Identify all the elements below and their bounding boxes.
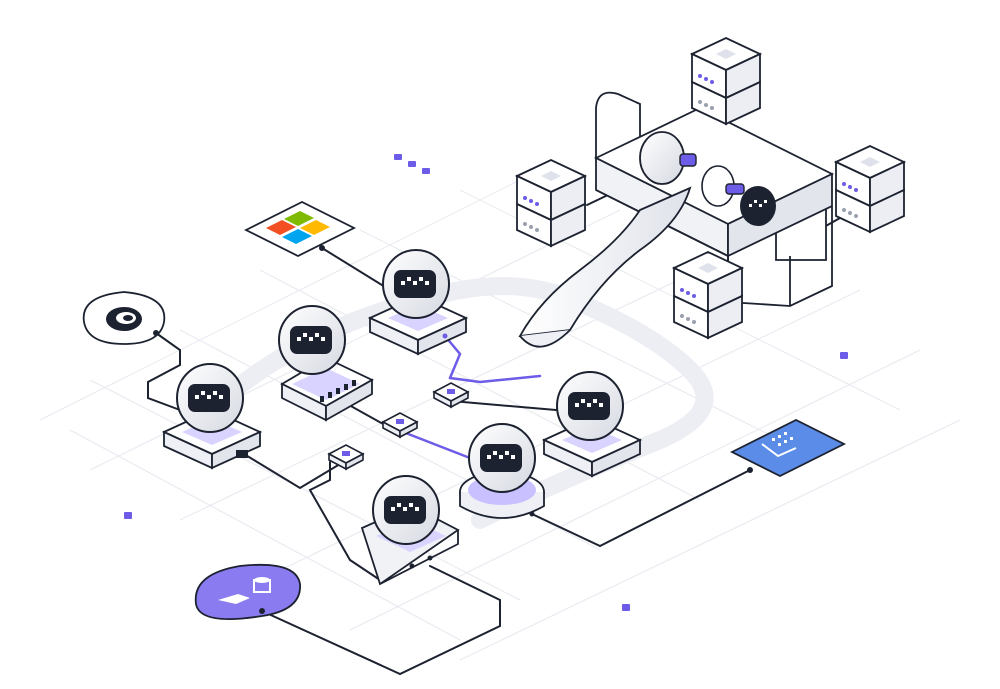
microsoft-logo-icon — [266, 211, 330, 244]
database-tile — [194, 563, 301, 621]
connector-c — [328, 444, 364, 470]
blue-tile — [729, 418, 847, 478]
server-top — [691, 37, 761, 125]
robot-top — [369, 249, 467, 355]
highlight-wires — [396, 334, 542, 460]
circle-tile — [82, 291, 166, 345]
connector-b — [382, 412, 418, 438]
database-bird-icon — [218, 577, 271, 604]
robot-left — [163, 363, 261, 469]
chute — [518, 186, 692, 338]
scatter-markers — [124, 154, 848, 611]
server-right — [835, 145, 905, 233]
robot-center — [459, 423, 545, 519]
robot-bottom — [360, 475, 460, 586]
robot-right — [543, 371, 641, 477]
microsoft-tile — [243, 200, 357, 258]
connector-a — [433, 382, 469, 408]
spiral-logo-icon — [106, 307, 142, 331]
server-bottom — [673, 251, 743, 339]
server-left — [516, 159, 586, 247]
hand-drop-icon — [761, 432, 797, 458]
robot-switch — [278, 305, 374, 422]
